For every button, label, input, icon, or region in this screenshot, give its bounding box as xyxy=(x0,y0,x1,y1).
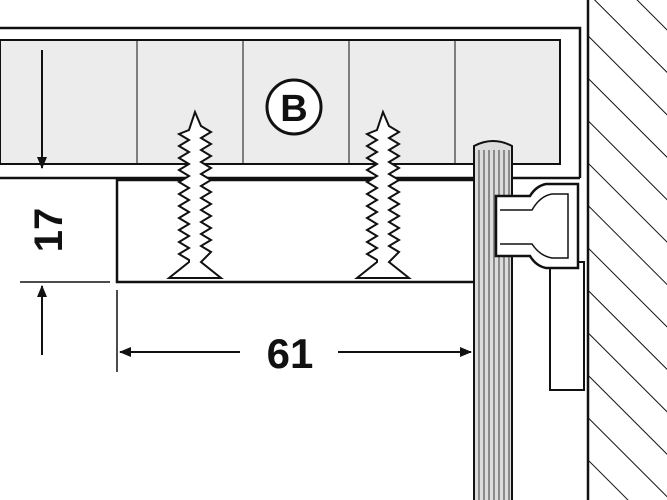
component-label-badge: B xyxy=(265,78,323,136)
screw xyxy=(166,109,224,279)
dimension-width: 61 xyxy=(116,290,472,377)
component-label: B xyxy=(280,88,307,130)
wall-bracket xyxy=(494,182,585,391)
screw xyxy=(354,109,412,279)
wall xyxy=(586,0,667,500)
dimension-height-label: 17 xyxy=(27,208,71,253)
dimension-width-label: 61 xyxy=(267,330,314,377)
dimension-height: 17 xyxy=(20,50,110,355)
screws xyxy=(166,109,412,279)
